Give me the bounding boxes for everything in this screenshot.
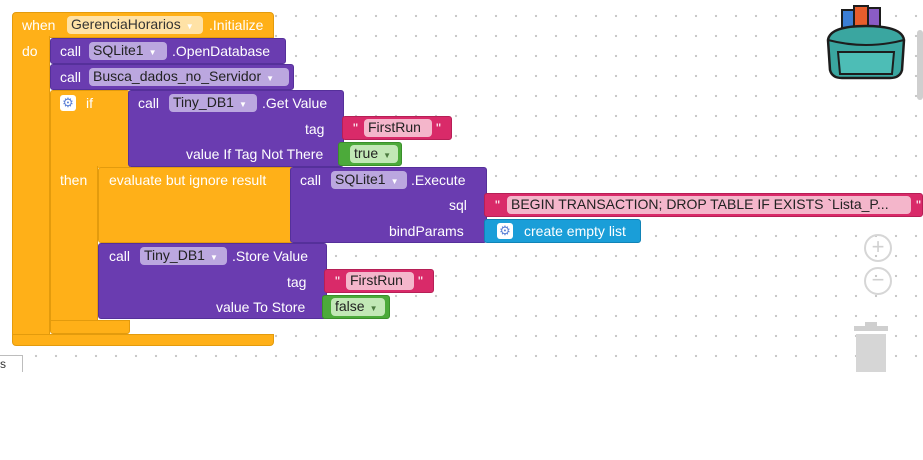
method-name: .OpenDatabase [172,43,271,59]
close-quote: " [418,273,423,289]
boolean-dropdown[interactable]: false ▼ [331,298,385,316]
procedure-name: Busca_dados_no_Servidor [93,68,262,84]
value-to-store-label: value To Store [216,299,306,315]
component-dropdown[interactable]: Tiny_DB1 ▼ [140,247,227,265]
create-empty-list-label: create empty list [524,223,626,239]
component-dropdown[interactable]: Tiny_DB1 ▼ [169,94,257,112]
call-label: call [60,43,82,59]
blocks-workspace[interactable]: when GerenciaHorarios ▼ .Initialize do ca… [0,0,923,372]
do-label: do [22,43,38,59]
when-label: when [22,17,56,33]
method-name: .Get Value [262,95,328,111]
side-tab-label: s [0,357,6,371]
event-name: .Initialize [209,17,264,33]
blank-area [0,372,923,460]
component-name: Tiny_DB1 [173,94,234,110]
event-block-footer [12,334,274,346]
component-dropdown[interactable]: GerenciaHorarios ▼ [67,16,203,34]
side-tab[interactable]: s [0,355,23,372]
component-name: Tiny_DB1 [144,247,205,263]
chevron-down-icon: ▼ [238,100,247,109]
boolean-dropdown[interactable]: true ▼ [350,145,398,163]
sql-text-field[interactable]: BEGIN TRANSACTION; DROP TABLE IF EXISTS … [507,196,911,214]
gear-icon[interactable]: ⚙ [60,95,76,111]
boolean-value: false [335,298,365,314]
component-name: GerenciaHorarios [71,16,181,32]
open-quote: " [335,273,340,289]
call-label: call [109,248,131,264]
chevron-down-icon: ▼ [369,304,378,313]
chevron-down-icon: ▼ [383,151,392,160]
text-field[interactable]: FirstRun [346,272,414,290]
tag-label: tag [287,274,307,290]
chevron-down-icon: ▼ [266,74,275,83]
chevron-down-icon: ▼ [185,22,194,31]
vertical-scrollbar[interactable] [917,30,923,100]
chevron-down-icon: ▼ [148,48,157,57]
zoom-out-icon[interactable]: − [864,267,892,295]
backpack-icon[interactable] [820,4,912,80]
boolean-value: true [354,145,379,161]
if-block-footer [50,320,130,334]
text-field[interactable]: FirstRun [364,119,432,137]
event-block-body [12,36,50,336]
component-dropdown[interactable]: SQLite1 ▼ [89,42,167,60]
component-name: SQLite1 [93,42,144,58]
procedure-dropdown[interactable]: Busca_dados_no_Servidor ▼ [89,68,289,86]
call-label: call [138,95,160,111]
gear-icon[interactable]: ⚙ [497,223,513,239]
component-dropdown[interactable]: SQLite1 ▼ [331,171,407,189]
chevron-down-icon: ▼ [209,253,218,262]
trash-icon[interactable] [848,322,894,372]
call-label: call [60,69,82,85]
open-quote: " [353,120,358,136]
sql-label: sql [449,197,467,213]
then-label: then [60,172,88,188]
if-block-then [50,166,98,324]
chevron-down-icon: ▼ [390,177,399,186]
bind-params-label: bindParams [389,223,464,239]
zoom-in-icon[interactable]: + [864,234,892,262]
tag-label: tag [305,121,325,137]
close-quote: " [436,120,441,136]
default-value-label: value If Tag Not There [186,146,324,162]
evaluate-label: evaluate but ignore result [109,172,267,188]
component-name: SQLite1 [335,171,386,187]
close-quote: " [916,197,921,213]
open-quote: " [495,197,500,213]
method-name: .Execute [411,172,466,188]
call-label: call [300,172,322,188]
method-name: .Store Value [232,248,309,264]
if-label: if [86,95,93,111]
